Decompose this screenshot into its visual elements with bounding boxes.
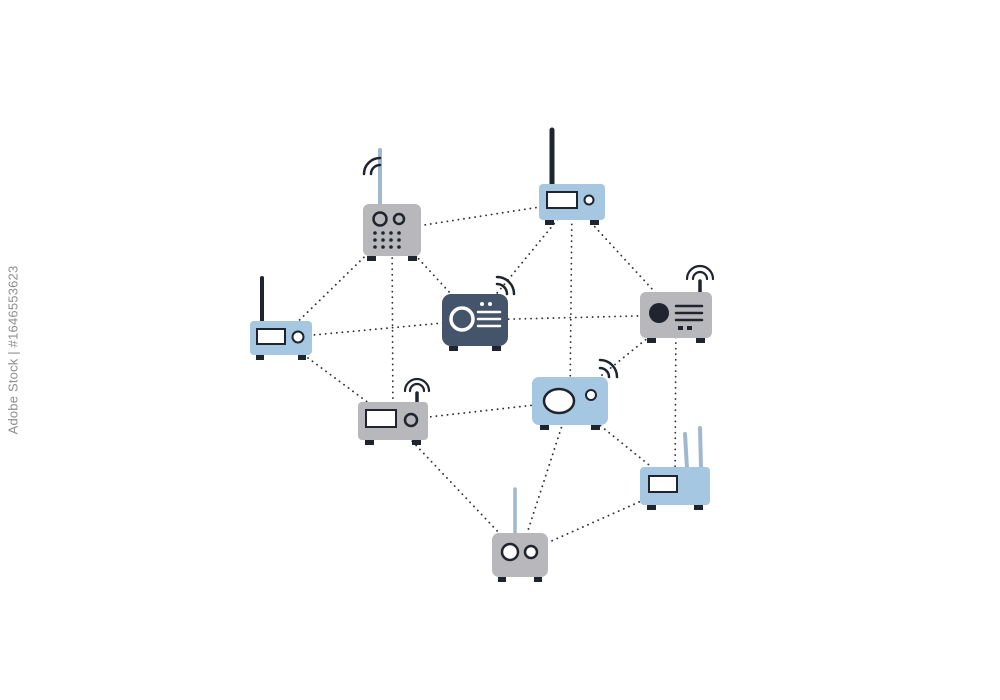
foot: [534, 577, 542, 582]
signal-waves-icon: [495, 282, 509, 296]
foot: [408, 256, 417, 261]
speaker-grill: [373, 231, 377, 235]
radio-receiver-blue-top: [539, 127, 605, 225]
foot: [647, 505, 656, 510]
radio-gray-bottom: [492, 487, 548, 582]
watermark-text: Adobe Stock | #1646553623: [5, 265, 21, 435]
signal-waves-icon: [369, 163, 382, 176]
foot: [696, 338, 705, 343]
foot: [298, 355, 306, 360]
network-link: [674, 314, 677, 487]
signal-waves-icon: [598, 358, 619, 379]
speaker-grill: [397, 231, 401, 235]
speaker-grill: [397, 238, 401, 242]
router-blue-bottom-right: [640, 426, 710, 510]
signal-waves-icon: [495, 275, 516, 296]
network-link: [569, 201, 573, 402]
speaker-grill: [381, 238, 385, 242]
network-link: [280, 229, 393, 339]
knob: [403, 412, 419, 428]
foot: [498, 577, 506, 582]
watermark: Adobe Stock | #1646553623: [6, 266, 21, 435]
radio-gray-bottom-left: [358, 377, 431, 445]
device-body: [492, 533, 548, 577]
knob: [585, 389, 597, 401]
foot: [540, 425, 549, 430]
button: [678, 326, 683, 330]
network-link: [519, 400, 571, 556]
speaker-grill: [397, 245, 401, 249]
knob: [649, 303, 669, 323]
speaker-grill: [373, 245, 377, 249]
foot: [647, 338, 656, 343]
foot: [367, 256, 376, 261]
display-screen: [546, 191, 578, 209]
radio-blue-middle: [532, 358, 619, 430]
signal-waves-icon: [691, 270, 709, 281]
foot: [545, 220, 554, 225]
foot: [591, 425, 600, 430]
signal-waves-icon: [408, 382, 426, 393]
network-link: [391, 229, 394, 422]
signal-waves-icon: [362, 156, 382, 176]
speaker-grill: [389, 231, 393, 235]
knob: [372, 211, 388, 227]
speaker-grill: [389, 245, 393, 249]
foot: [449, 346, 458, 351]
antenna: [683, 432, 689, 470]
radio-transmitter-blue-left: [250, 276, 312, 360]
speaker-grill: [381, 245, 385, 249]
knob: [500, 542, 520, 562]
radio-walkie-gray-top-left: [362, 148, 421, 261]
foot: [590, 220, 599, 225]
knob: [392, 212, 406, 226]
foot: [365, 440, 374, 445]
knob: [583, 194, 595, 206]
knob: [542, 387, 576, 415]
indicator-dot: [488, 302, 492, 306]
signal-waves-icon: [685, 264, 715, 281]
knob: [449, 306, 475, 332]
foot: [694, 505, 703, 510]
signal-waves-icon: [598, 366, 611, 379]
radio-dark-center: [442, 275, 516, 351]
foot: [256, 355, 264, 360]
knob: [291, 330, 305, 344]
button: [687, 326, 692, 330]
indicator-dot: [480, 302, 484, 306]
signal-waves-icon: [403, 377, 431, 393]
speaker-grill: [389, 238, 393, 242]
speaker-grill: [381, 231, 385, 235]
speaker-grill: [373, 238, 377, 242]
foot: [412, 440, 421, 445]
device-body: [363, 204, 421, 256]
network-link: [392, 400, 571, 422]
radio-gray-right: [640, 264, 715, 343]
display-screen: [256, 328, 286, 345]
antenna: [698, 426, 703, 470]
display-screen: [365, 409, 397, 428]
knob: [523, 544, 539, 560]
foot: [492, 346, 501, 351]
display-screen: [648, 475, 678, 493]
network-link: [391, 229, 476, 321]
